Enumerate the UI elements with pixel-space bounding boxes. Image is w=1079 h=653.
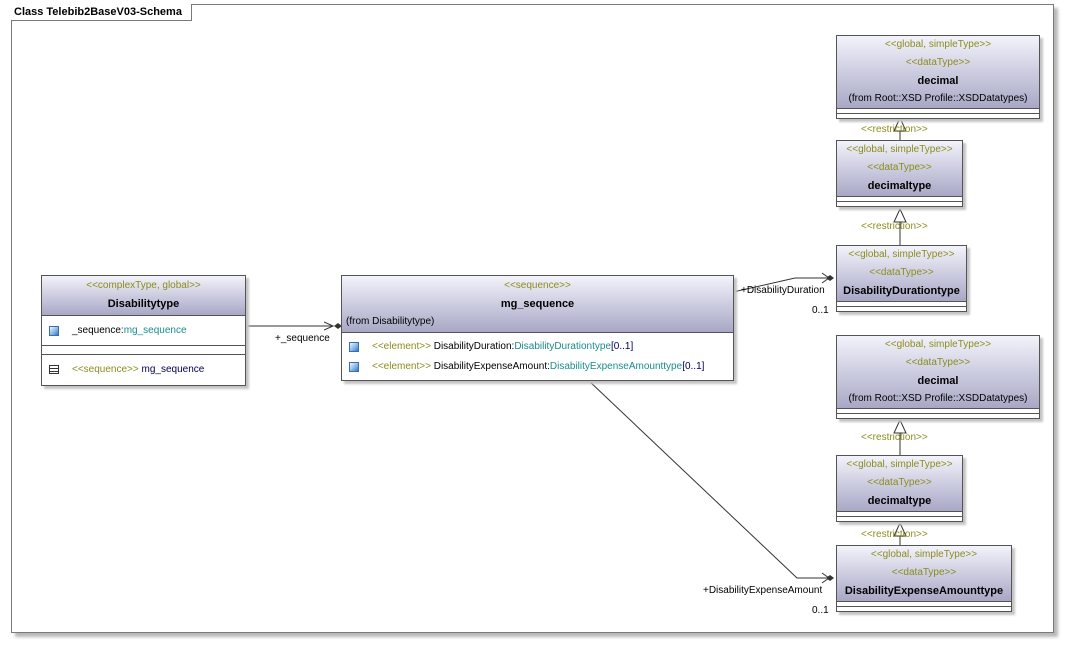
attributes-section: <<element>> DisabilityDuration:Disabilit…	[342, 333, 733, 380]
attribute-icon	[49, 326, 59, 336]
restriction-label: <<restriction>>	[861, 221, 928, 232]
attribute-multiplicity: [0..1]	[682, 361, 705, 372]
attribute-name: DisabilityDuration:	[430, 341, 515, 352]
attribute-type: mg_sequence	[123, 325, 187, 336]
class-mg-sequence[interactable]: <<sequence>> mg_sequence (from Disabilit…	[341, 275, 734, 381]
operation-row[interactable]: <<sequence>> mg_sequence	[42, 360, 245, 380]
empty-section	[837, 202, 962, 206]
class-stereotype: <<dataType>>	[891, 567, 957, 578]
duration-connector	[732, 277, 829, 293]
class-name: Disabilitytype	[107, 298, 180, 310]
empty-section	[837, 307, 966, 311]
class-stereotype: <<global, simpleType>>	[848, 249, 955, 260]
diagram-title: Class Telebib2BaseV03-Schema	[11, 4, 192, 21]
class-stereotype: <<global, simpleType>>	[884, 39, 992, 50]
operation-name: mg_sequence	[138, 364, 205, 375]
empty-section	[837, 197, 962, 202]
class-stereotype: <<dataType>>	[867, 477, 932, 488]
class-stereotype: <<dataType>>	[869, 267, 934, 278]
empty-section	[837, 602, 1011, 607]
empty-section	[837, 512, 962, 517]
expense-connector	[587, 379, 829, 579]
class-stereotype: <<dataType>>	[905, 57, 971, 68]
attribute-row[interactable]: _sequence:mg_sequence	[42, 321, 245, 341]
class-stereotype: <<dataType>>	[905, 357, 971, 368]
expense-diamond	[826, 575, 834, 581]
class-name: DisabilityDurationtype	[843, 285, 960, 297]
attribute-row[interactable]: <<element>> DisabilityExpenseAmount:Disa…	[342, 357, 733, 377]
class-header: <<global, simpleType>> <<dataType>> deci…	[837, 336, 1039, 409]
expense-role-label: +DisabilityExpenseAmount	[703, 585, 823, 596]
attributes-section: _sequence:mg_sequence	[42, 316, 245, 346]
class-name: decimal	[917, 375, 959, 387]
class-header: <<complexType, global>> Disabilitytype	[42, 276, 245, 316]
class-package: (from Root::XSD Profile::XSDDatatypes)	[848, 393, 1028, 404]
sequence-diamond	[334, 323, 342, 329]
class-name: decimaltype	[867, 180, 932, 192]
empty-section	[42, 346, 245, 355]
empty-section	[837, 302, 966, 307]
class-stereotype: <<sequence>>	[504, 280, 571, 291]
empty-section	[837, 409, 1039, 414]
operations-section: <<sequence>> mg_sequence	[42, 355, 245, 385]
generalization-arrow	[893, 207, 907, 223]
class-name: DisabilityExpenseAmounttype	[844, 585, 1004, 597]
sequence-role-label: +_sequence	[275, 333, 330, 344]
restriction-label: <<restriction>>	[861, 124, 928, 135]
attribute-multiplicity: [0..1]	[611, 341, 634, 352]
attribute-type: DisabilityExpenseAmounttype	[549, 361, 683, 372]
class-stereotype: <<complexType, global>>	[86, 280, 201, 291]
attribute-name: DisabilityExpenseAmount:	[430, 361, 550, 372]
operation-stereotype: <<sequence>>	[72, 364, 139, 375]
attribute-type: DisabilityDurationtype	[514, 341, 612, 352]
expense-multiplicity: 0..1	[812, 605, 829, 616]
class-disabilitydurationtype[interactable]: <<global, simpleType>> <<dataType>> Disa…	[836, 245, 967, 312]
class-package: (from Root::XSD Profile::XSDDatatypes)	[848, 93, 1028, 104]
attribute-name: _sequence:	[72, 325, 124, 336]
class-decimaltype[interactable]: <<global, simpleType>> <<dataType>> deci…	[836, 455, 963, 522]
empty-section	[837, 109, 1039, 114]
class-header: <<global, simpleType>> <<dataType>> Disa…	[837, 246, 966, 302]
class-decimaltype[interactable]: <<global, simpleType>> <<dataType>> deci…	[836, 140, 963, 207]
class-package: (from Disabilitytype)	[346, 316, 435, 327]
empty-section	[837, 114, 1039, 118]
attribute-icon	[349, 362, 359, 372]
class-stereotype: <<global, simpleType>>	[884, 339, 992, 350]
generalization-arrow	[893, 116, 907, 132]
duration-diamond	[826, 275, 834, 281]
empty-section	[837, 607, 1011, 611]
empty-section	[837, 414, 1039, 418]
generalization-arrow	[893, 418, 907, 434]
restriction-label: <<restriction>>	[861, 529, 928, 540]
class-name: decimal	[917, 75, 959, 87]
class-stereotype: <<global, simpleType>>	[870, 549, 978, 560]
class-stereotype: <<global, simpleType>>	[846, 459, 953, 470]
class-name: mg_sequence	[500, 298, 575, 310]
class-name: decimaltype	[867, 495, 932, 507]
class-disabilitytype[interactable]: <<complexType, global>> Disabilitytype _…	[41, 275, 246, 386]
class-decimal[interactable]: <<global, simpleType>> <<dataType>> deci…	[836, 35, 1040, 119]
duration-role-label: +DisabilityDuration	[741, 285, 825, 296]
attribute-stereotype: <<element>>	[372, 361, 431, 372]
class-stereotype: <<dataType>>	[867, 162, 932, 173]
restriction-label: <<restriction>>	[861, 432, 928, 443]
class-header: <<global, simpleType>> <<dataType>> Disa…	[837, 546, 1011, 602]
class-stereotype: <<global, simpleType>>	[846, 144, 953, 155]
class-header: <<global, simpleType>> <<dataType>> deci…	[837, 141, 962, 197]
attribute-icon	[349, 342, 359, 352]
class-header: <<sequence>> mg_sequence (from Disabilit…	[342, 276, 733, 333]
empty-section	[837, 517, 962, 521]
generalization-arrow	[893, 521, 907, 537]
attribute-row[interactable]: <<element>> DisabilityDuration:Disabilit…	[342, 337, 733, 357]
attribute-stereotype: <<element>>	[372, 341, 431, 352]
class-decimal[interactable]: <<global, simpleType>> <<dataType>> deci…	[836, 335, 1040, 419]
class-header: <<global, simpleType>> <<dataType>> deci…	[837, 456, 962, 512]
class-disabilityexpenseamounttype[interactable]: <<global, simpleType>> <<dataType>> Disa…	[836, 545, 1012, 612]
duration-multiplicity: 0..1	[812, 305, 829, 316]
class-header: <<global, simpleType>> <<dataType>> deci…	[837, 36, 1039, 109]
operation-icon	[49, 365, 59, 374]
